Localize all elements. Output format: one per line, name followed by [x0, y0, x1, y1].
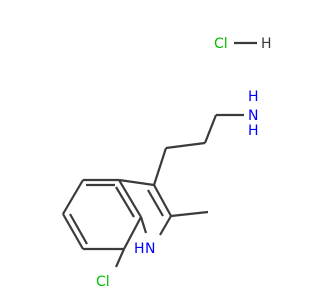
bond-c3-c2 — [153, 184, 172, 217]
bond-c7a-n1 — [139, 216, 148, 234]
bond-c4-c5 — [62, 179, 84, 215]
amine-nitrogen-label: N — [248, 108, 258, 124]
hcl-salt: Cl H — [214, 36, 272, 52]
bond-c7-c7a — [123, 216, 142, 250]
ring-nitrogen-label: N — [145, 241, 155, 257]
salt-chlorine-label: Cl — [214, 36, 228, 52]
amine-hydrogen-label-2: H — [248, 123, 259, 139]
chloro-substituent: Cl — [96, 248, 126, 290]
bond-c7a-c3a-double — [115, 186, 135, 218]
bond-c3a-c3 — [118, 178, 155, 187]
bond-c7-chlorine — [114, 248, 126, 268]
ring-nh-hydrogen-label: H — [134, 241, 145, 257]
bond-c3-chain1 — [152, 147, 168, 186]
benzene-ring — [62, 178, 142, 251]
salt-hydrogen-label: H — [261, 36, 272, 52]
propylamine-chain: N H H — [152, 89, 259, 186]
chemical-structure: Cl H N H H H N Cl — [62, 36, 272, 290]
bond-c5-c6-double — [69, 213, 88, 245]
amine-hydrogen-label: H — [248, 89, 259, 105]
bond-chain2-chain3 — [203, 114, 218, 144]
bond-c2-n1 — [159, 215, 172, 236]
bond-c3-c2-double — [147, 189, 164, 217]
pyrrole-ring: H N — [118, 178, 209, 257]
bond-c2-methyl — [170, 210, 209, 218]
substituent-chlorine-label: Cl — [96, 274, 110, 290]
bond-chain1-chain2 — [165, 141, 206, 150]
bond-c7a-c3a — [118, 179, 142, 218]
bond-c5-c6 — [62, 213, 84, 250]
